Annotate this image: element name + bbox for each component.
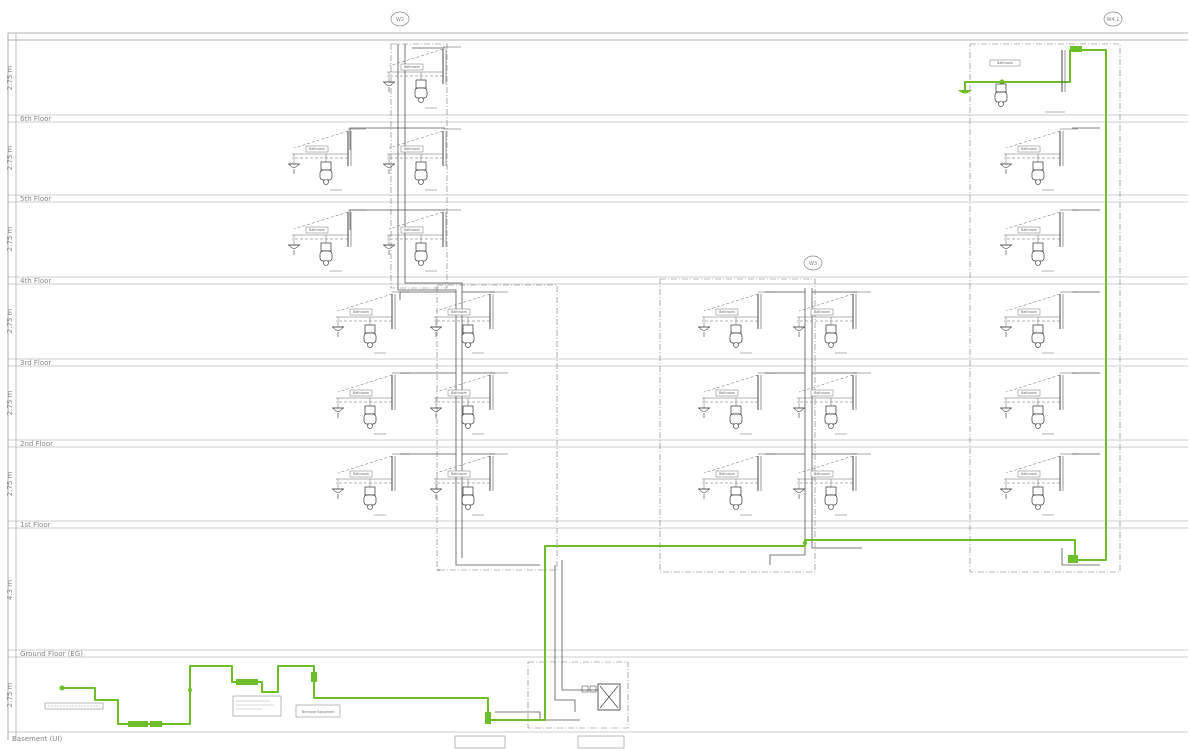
bathroom-fixture — [429, 453, 509, 516]
bathroom-label: Bathroom — [814, 391, 830, 395]
bathroom-fixture — [382, 209, 462, 272]
bathroom-fixture — [999, 209, 1079, 272]
building-frame — [7, 32, 1188, 740]
bathroom-fixture — [429, 291, 509, 354]
bathroom-fixture — [697, 372, 777, 435]
riser-markers: W2 W3 W4.1 — [390, 11, 1123, 271]
pipe-network — [349, 44, 1100, 721]
bathroom-label: Bathroom — [451, 391, 467, 395]
bathroom-fixture — [331, 453, 411, 516]
bathroom-label: Bathroom — [404, 65, 420, 69]
bathroom-label: Bathroom — [719, 472, 735, 476]
height-label: 2.75 m — [6, 227, 14, 252]
bathroom-fixture — [331, 291, 411, 354]
bathroom-fixture — [331, 372, 411, 435]
bathroom-label: Bathroom — [309, 147, 325, 151]
bathroom-label: Bathroom — [353, 472, 369, 476]
bathroom-fixture-top-right — [989, 50, 1066, 113]
bathroom-label: Bathroom — [1021, 472, 1037, 476]
bathroom-label: Bathroom — [1021, 147, 1037, 151]
highlighted-supply-route — [62, 49, 1107, 725]
bathroom-fixture — [697, 291, 777, 354]
bathroom-label: Bathroom — [814, 472, 830, 476]
floor-label: 3rd Floor — [20, 359, 51, 367]
bathroom-fixture — [697, 453, 777, 516]
height-label: 2.75 m — [6, 66, 14, 91]
bathroom-fixture — [287, 128, 367, 191]
floor-label: 6th Floor — [20, 115, 51, 123]
riser-marker-w2: W2 — [390, 11, 410, 27]
floor-height-labels: 2.75 m 2.75 m 2.75 m 2.75 m 2.75 m 2.75 … — [6, 66, 14, 708]
floor-label: Basement (UI) — [12, 735, 62, 743]
floor-label: Ground Floor (EG) — [20, 650, 83, 658]
height-label: 2.75 m — [6, 391, 14, 416]
bathroom-fixture — [382, 46, 462, 109]
height-label: 2.75 m — [6, 683, 14, 708]
floor-labels: 6th Floor 5th Floor 4th Floor 3rd Floor … — [12, 115, 83, 743]
bathroom-label: Bathroom — [353, 391, 369, 395]
floor-label: 1st Floor — [20, 521, 51, 529]
bathroom-label: Bathroom — [719, 391, 735, 395]
riser-label: W3 — [809, 261, 817, 267]
bathroom-label: Bathroom — [997, 61, 1013, 65]
riser-marker-w41: W4.1 — [1103, 11, 1123, 27]
bathroom-label: Bathroom — [1021, 310, 1037, 314]
basement-equipment: Technical Equipment — [44, 683, 625, 749]
bathroom-fixture — [999, 453, 1079, 516]
height-label: 2.75 m — [6, 309, 14, 334]
bathroom-label: Bathroom — [404, 147, 420, 151]
bathroom-fixture — [999, 372, 1079, 435]
bathroom-label: Bathroom — [451, 310, 467, 314]
bathroom-fixture — [287, 209, 367, 272]
bathroom-label: Bathroom — [451, 472, 467, 476]
floor-label: 5th Floor — [20, 195, 51, 203]
bathroom-label: Bathroom — [719, 310, 735, 314]
bathroom-labels: Bathroom Bathroom Bathroom Bathroom Bath… — [309, 61, 1037, 476]
height-label: 2.75 m — [6, 146, 14, 171]
bathroom-label: Bathroom — [404, 228, 420, 232]
height-label: 2.75 m — [6, 472, 14, 497]
bathroom-label: Bathroom — [1021, 228, 1037, 232]
bathroom-fixture — [382, 128, 462, 191]
riser-marker-w3: W3 — [803, 255, 823, 271]
bathroom-fixtures — [287, 46, 1079, 516]
bathroom-label: Bathroom — [353, 310, 369, 314]
bathroom-fixture — [999, 291, 1079, 354]
highlighted-route-fittings — [59, 46, 1082, 727]
bathroom-label: Bathroom — [814, 310, 830, 314]
bathroom-label: Bathroom — [1021, 391, 1037, 395]
height-label: 4.3 m — [6, 580, 14, 600]
floor-label: 4th Floor — [20, 277, 51, 285]
equipment-label: Technical Equipment — [301, 710, 336, 714]
riser-label: W2 — [396, 17, 404, 23]
bathroom-fixture — [999, 128, 1079, 191]
floor-label: 2nd Floor — [20, 440, 53, 448]
riser-label: W4.1 — [1107, 17, 1120, 23]
bathroom-label: Bathroom — [309, 228, 325, 232]
riser-shafts — [390, 43, 1121, 729]
bathroom-fixture — [429, 372, 509, 435]
